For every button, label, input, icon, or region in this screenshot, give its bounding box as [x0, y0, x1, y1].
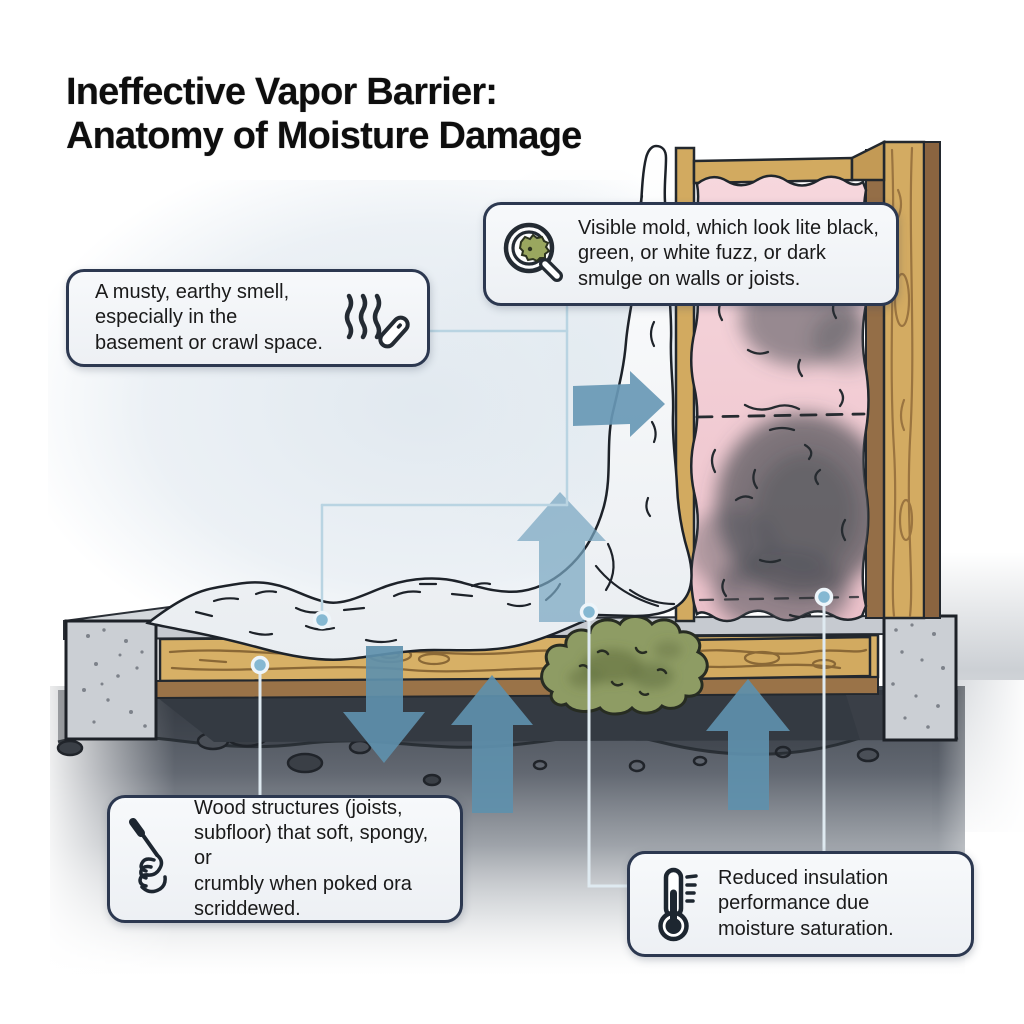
arrow-up-from-soil-right — [706, 679, 790, 810]
callout-musty-smell-text: A musty, earthy smell, especially in the… — [95, 280, 323, 354]
arrow-up-from-soil-center — [451, 675, 533, 813]
title-line-1: Ineffective Vapor Barrier: — [66, 71, 498, 113]
left-concrete-footing — [64, 619, 158, 741]
callout-visible-mold: Visible mold, which look lite black, gre… — [483, 202, 899, 306]
callout-wood-structures-text: Wood structures (joists, subfloor) that … — [194, 796, 429, 921]
page-title: Ineffective Vapor Barrier: Anatomy of Mo… — [66, 70, 582, 159]
magnifier-mold-icon — [503, 222, 563, 282]
title-line-2: Anatomy of Moisture Damage — [66, 115, 582, 158]
right-concrete-footing — [882, 614, 958, 742]
odor-waves-icon — [344, 293, 410, 349]
leader-dot-barrier — [312, 610, 332, 630]
callout-reduced-insulation-text: Reduced insulation performance due moist… — [718, 866, 894, 940]
callout-visible-mold-text: Visible mold, which look lite black, gre… — [578, 216, 879, 290]
callout-reduced-insulation: Reduced insulation performance due moist… — [627, 851, 974, 957]
leader-dot-barrier-corner — [579, 602, 599, 622]
arrow-down-into-soil — [343, 646, 425, 763]
thermometer-icon — [658, 867, 698, 942]
callout-wood-structures: Wood structures (joists, subfloor) that … — [107, 795, 463, 923]
leader-dot-subfloor — [250, 655, 270, 675]
leader-dot-insulation — [814, 587, 834, 607]
callout-musty-smell: A musty, earthy smell, especially in the… — [66, 269, 430, 367]
underfloor-shadow — [158, 694, 924, 742]
wall-bottom-plate — [682, 635, 872, 681]
poke-hand-icon — [129, 818, 167, 894]
footing-shadow — [846, 695, 884, 740]
rim-board — [153, 675, 879, 700]
